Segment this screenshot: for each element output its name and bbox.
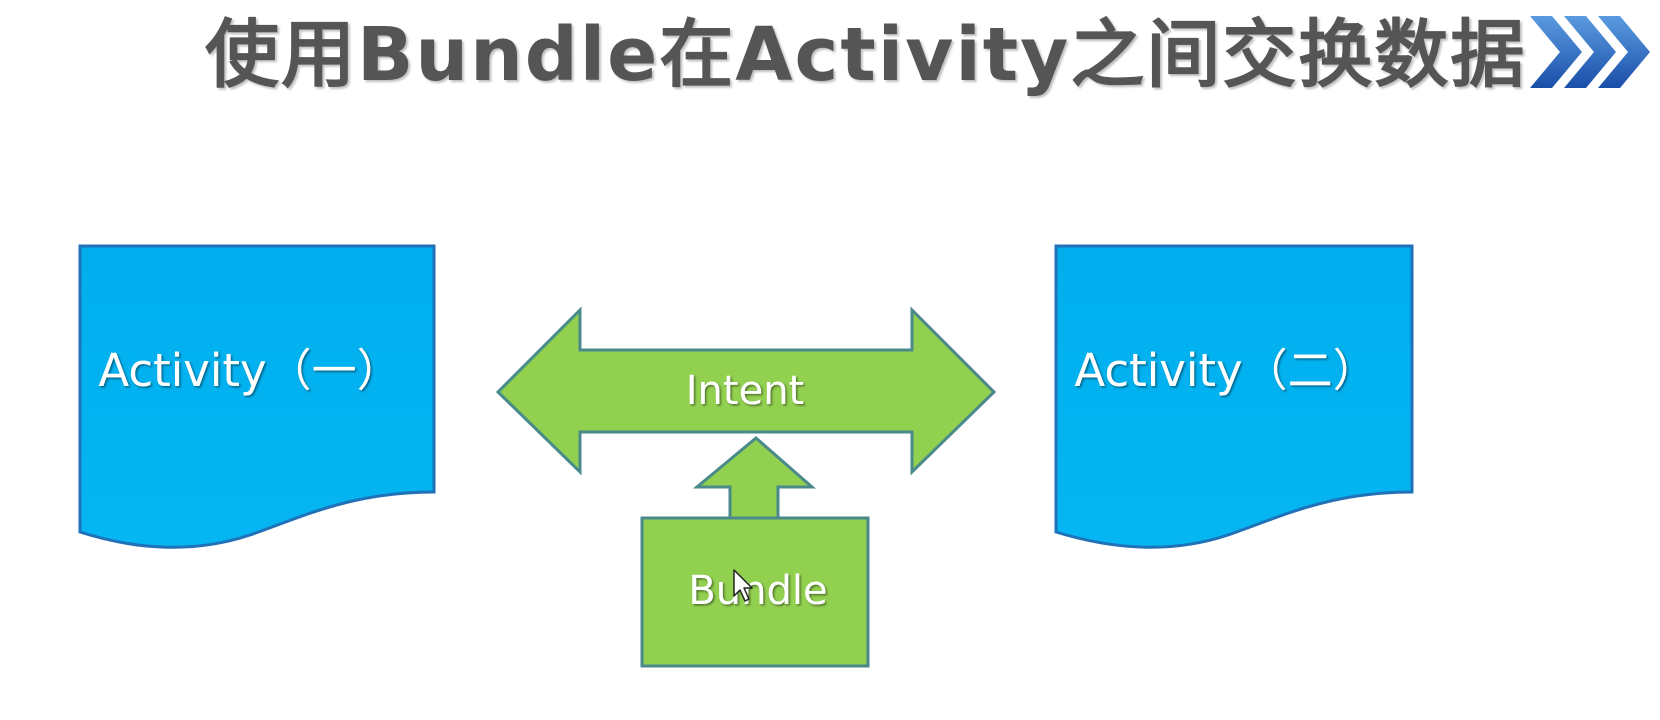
bundle-box-label: Bundle — [688, 568, 827, 614]
bundle-box-shape — [640, 516, 870, 668]
activity-two-node: Activity（二） — [1054, 244, 1414, 549]
activity-one-node: Activity（一） — [78, 244, 436, 549]
intent-arrow-shape — [495, 306, 997, 476]
triple-chevron-right-icon — [1530, 16, 1650, 88]
activity-two-label: Activity（二） — [1074, 344, 1377, 397]
intent-arrow-label: Intent — [686, 368, 804, 414]
bundle-node: Bundle — [640, 436, 870, 668]
slide-title: 使用Bundle在Activity之间交换数据 — [205, 11, 1527, 98]
mouse-pointer-icon — [733, 569, 753, 602]
intent-arrow: Intent — [495, 306, 997, 476]
bundle-up-arrow-shape — [692, 436, 816, 520]
activity-two-shape — [1054, 244, 1414, 549]
activity-one-label: Activity（一） — [98, 344, 401, 397]
activity-one-shape — [78, 244, 436, 549]
